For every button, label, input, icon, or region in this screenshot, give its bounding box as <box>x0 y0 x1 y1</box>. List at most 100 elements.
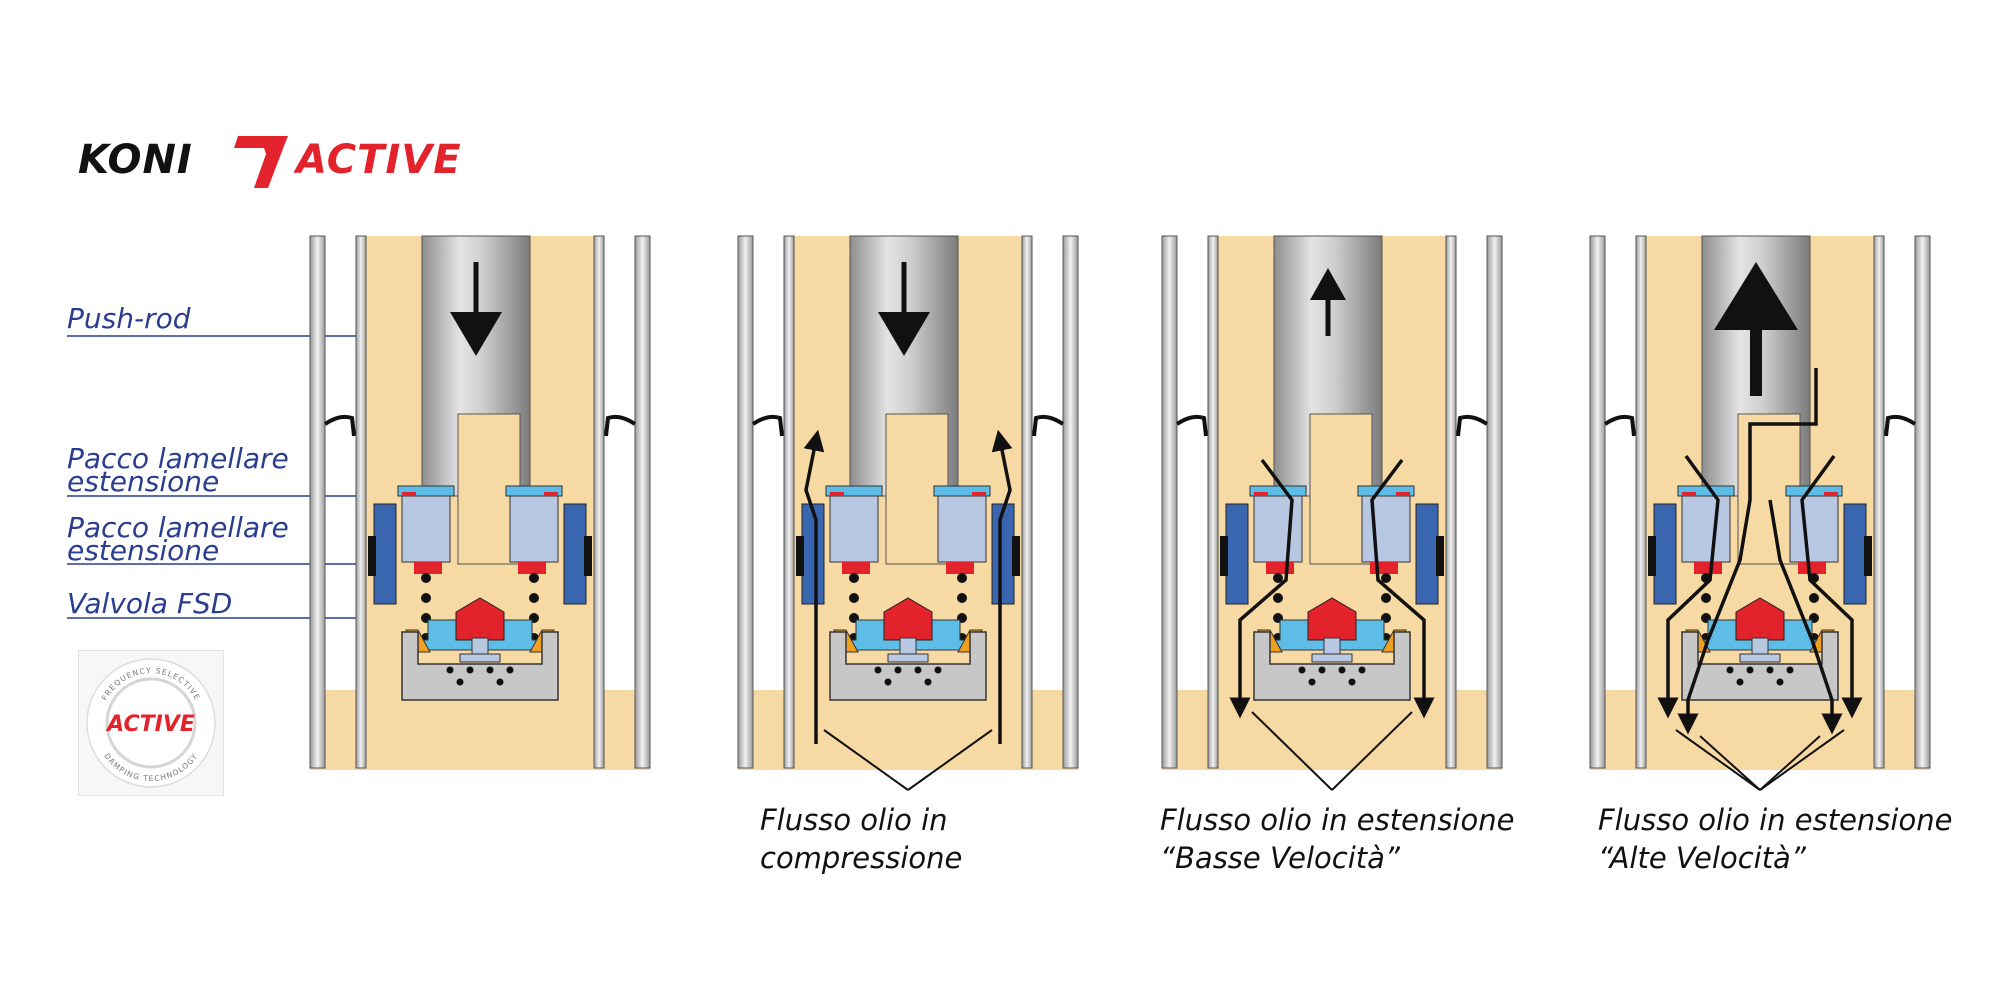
spring-dot-left-1 <box>421 593 431 603</box>
pacco-lamellare-1-label-line2: estensione <box>67 465 220 498</box>
red-clip-right <box>1396 492 1410 496</box>
valve-seal-right <box>584 536 592 576</box>
valve-red-right <box>1370 562 1398 574</box>
caption-compression-line1: Flusso olio in <box>760 803 948 837</box>
inner-tube-right <box>1021 235 1033 769</box>
red-clip-left <box>830 492 844 496</box>
outer-tube-left <box>1589 235 1606 769</box>
valve-body-right <box>1415 503 1439 605</box>
seal-left <box>751 414 784 437</box>
caption-leader-right <box>907 729 993 791</box>
caption-leader-left <box>1675 729 1761 791</box>
seal-right <box>1456 414 1489 437</box>
outer-tube-left <box>737 235 754 769</box>
fsd-plate <box>1311 653 1353 663</box>
red-clip-left <box>1254 492 1268 496</box>
lamellae-pack-left <box>401 493 451 563</box>
red-clip-right <box>1824 492 1838 496</box>
valve-red-right <box>1798 562 1826 574</box>
base-spring-dot-2 <box>914 666 922 674</box>
base-spring-dot-3 <box>506 666 514 674</box>
rod-arrow-shaft <box>1750 326 1762 396</box>
base-spring-dot-4 <box>1736 678 1744 686</box>
valve-base <box>829 631 987 701</box>
valve-body-right <box>991 503 1015 605</box>
valve-seal-right <box>1864 536 1872 576</box>
fsd-badge-graphic: FREQUENCY SELECTIVE DAMPING TECHNOLOGY A… <box>86 658 216 788</box>
shim-right <box>1357 485 1415 497</box>
inner-tube-left <box>1207 235 1219 769</box>
seal-left <box>1175 414 1208 437</box>
base-spring-dot-0 <box>1726 666 1734 674</box>
inner-tube-left <box>783 235 795 769</box>
inner-tube-left <box>1635 235 1647 769</box>
shim-left <box>397 485 455 497</box>
red-clip-right <box>972 492 986 496</box>
lamellae-pack-left <box>1253 493 1303 563</box>
red-clip-left <box>1682 492 1696 496</box>
valve-red-left <box>1266 562 1294 574</box>
valve-red-right <box>518 562 546 574</box>
fsd-plate <box>1739 653 1781 663</box>
valve-seal-left <box>1648 536 1656 576</box>
spring-dot-left-0 <box>849 573 859 583</box>
logo-active-text: ACTIVE <box>296 137 462 183</box>
base-spring-dot-5 <box>1776 678 1784 686</box>
rod-arrow-head <box>1714 262 1798 330</box>
caption-compression-line2: compressione <box>760 841 963 875</box>
outer-tube-left <box>309 235 326 769</box>
inner-tube-left <box>355 235 367 769</box>
base-spring-dot-5 <box>496 678 504 686</box>
panel-compression <box>737 235 1079 791</box>
red-clip-right <box>544 492 558 496</box>
base-spring-dot-3 <box>934 666 942 674</box>
valve-seal-left <box>368 536 376 576</box>
spring-dot-right-1 <box>1381 593 1391 603</box>
shim-right <box>505 485 563 497</box>
flow-low-right <box>1370 458 1435 719</box>
base-spring-dot-0 <box>874 666 882 674</box>
valve-body-right <box>563 503 587 605</box>
outer-tube-right <box>634 235 651 769</box>
valvola-fsd-label: Valvola FSD <box>67 587 233 620</box>
valve-body-left <box>373 503 397 605</box>
flow-compression-left <box>803 429 825 744</box>
fsd-valve <box>883 597 933 641</box>
caption-leader-mid-right <box>1759 735 1821 791</box>
base-spring-dot-2 <box>1338 666 1346 674</box>
spring-dot-left-1 <box>1273 593 1283 603</box>
base-spring-dot-1 <box>894 666 902 674</box>
rod-arrow-head <box>1310 268 1346 300</box>
lamellae-pack-right <box>1361 493 1411 563</box>
base-spring-dot-1 <box>1318 666 1326 674</box>
spring-dot-right-1 <box>1809 593 1819 603</box>
flow-high-bypass-right <box>1768 499 1843 735</box>
badge-active-text: ACTIVE <box>105 712 195 737</box>
valve-body-right <box>1843 503 1867 605</box>
fsd-valve <box>1735 597 1785 641</box>
fsd-plate <box>459 653 501 663</box>
base-spring-dot-2 <box>1766 666 1774 674</box>
seal-left <box>323 414 356 437</box>
base-spring-dot-4 <box>884 678 892 686</box>
lamellae-pack-right <box>509 493 559 563</box>
base-spring-dot-1 <box>466 666 474 674</box>
outer-tube-right <box>1486 235 1503 769</box>
valve-red-left <box>414 562 442 574</box>
base-spring-dot-1 <box>1746 666 1754 674</box>
seal-right <box>1884 414 1917 437</box>
valve-red-left <box>1694 562 1722 574</box>
valve-seal-left <box>796 536 804 576</box>
valve-body-left <box>1225 503 1249 605</box>
valve-base <box>401 631 559 701</box>
flow-high-right <box>1800 454 1863 719</box>
lamellae-pack-left <box>829 493 879 563</box>
spring-dot-right-0 <box>957 573 967 583</box>
spring-dot-left-0 <box>421 573 431 583</box>
spring-dot-left-0 <box>1273 573 1283 583</box>
outer-tube-left <box>1161 235 1178 769</box>
valve-red-left <box>842 562 870 574</box>
base-spring-dot-5 <box>924 678 932 686</box>
panel-extension-low <box>1161 235 1503 791</box>
